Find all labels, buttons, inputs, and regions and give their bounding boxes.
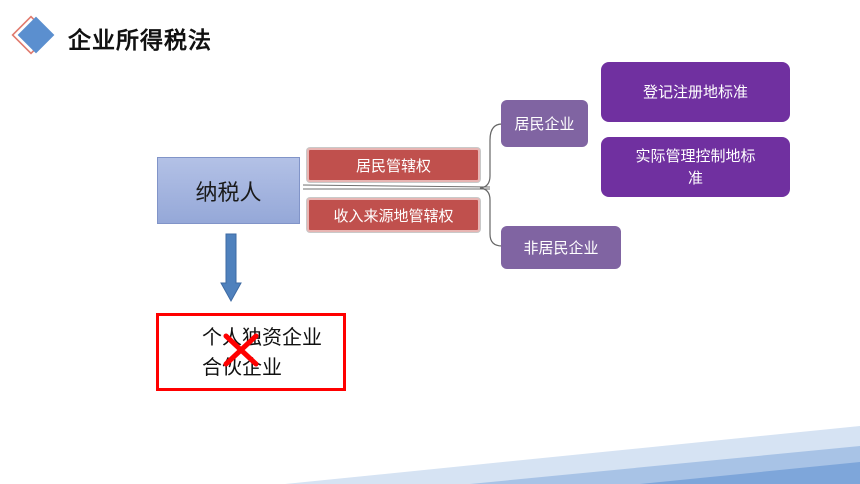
resident-jurisdiction-box: 居民管辖权 xyxy=(307,148,480,182)
red-x-icon xyxy=(223,333,259,367)
management-criterion-box: 实际管理控制地标准 xyxy=(601,137,790,197)
source-jurisdiction-box: 收入来源地管辖权 xyxy=(307,198,480,232)
diamond-logo-icon xyxy=(11,15,55,55)
registration-criterion-box: 登记注册地标准 xyxy=(601,62,790,122)
resident-enterprise-label: 居民企业 xyxy=(514,115,575,133)
excluded-partnership: 合伙企业 xyxy=(202,355,282,379)
registration-criterion-label: 登记注册地标准 xyxy=(642,83,748,101)
excluded-sole-proprietorship: 个人独资企业 xyxy=(202,325,322,349)
excluded-entities-box xyxy=(156,313,346,391)
source-jurisdiction-label: 收入来源地管辖权 xyxy=(333,206,454,225)
resident-jurisdiction-label: 居民管辖权 xyxy=(355,156,431,175)
management-criterion-label: 实际管理控制地标准 xyxy=(635,147,756,187)
nonresident-enterprise-label: 非居民企业 xyxy=(523,239,599,257)
taxpayer-label: 纳税人 xyxy=(195,180,262,206)
nonresident-enterprise-box: 非居民企业 xyxy=(501,226,621,269)
taxpayer-box: 纳税人 xyxy=(157,157,300,224)
resident-enterprise-box: 居民企业 xyxy=(501,100,588,147)
page-title: 企业所得税法 xyxy=(68,28,212,54)
